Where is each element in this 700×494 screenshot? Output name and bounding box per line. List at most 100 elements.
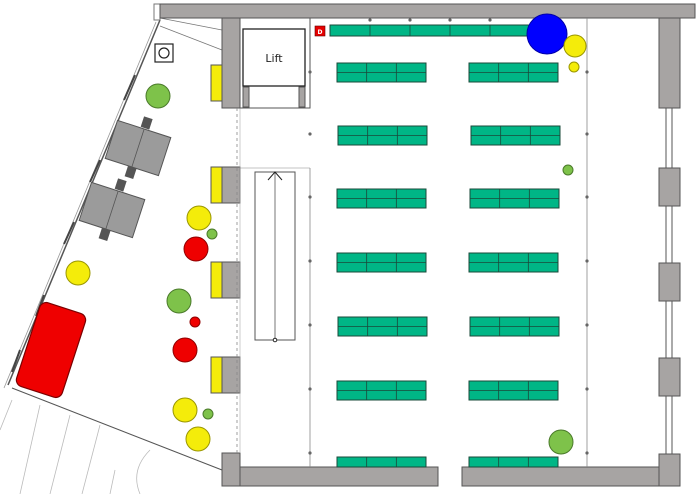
right-wall-bottom bbox=[658, 453, 681, 487]
rail-dot bbox=[308, 195, 312, 199]
marker-group bbox=[65, 13, 587, 455]
yellow-marker bbox=[172, 397, 198, 423]
left-wing-furniture bbox=[15, 116, 172, 399]
study-table bbox=[336, 380, 427, 401]
rail-dot bbox=[308, 132, 312, 136]
study-table bbox=[469, 316, 560, 337]
study-table bbox=[337, 125, 428, 146]
right-wall-seg bbox=[658, 357, 681, 397]
study-table bbox=[336, 252, 427, 273]
study-table bbox=[470, 125, 561, 146]
table-segment bbox=[329, 24, 531, 37]
staircase bbox=[240, 167, 310, 343]
staircase-arrow bbox=[267, 171, 283, 181]
entry-frame bbox=[153, 3, 161, 21]
door bbox=[210, 64, 223, 102]
plant-marker bbox=[145, 83, 171, 109]
rail-dot bbox=[308, 259, 312, 263]
table-group bbox=[308, 18, 589, 468]
top-wall bbox=[159, 3, 696, 19]
window-frame bbox=[89, 159, 101, 183]
table-split bbox=[105, 190, 119, 230]
door bbox=[210, 356, 223, 394]
yellow-marker bbox=[563, 34, 587, 58]
red-sofa bbox=[15, 301, 87, 399]
vent-circle bbox=[158, 47, 170, 59]
plant-marker bbox=[166, 288, 192, 314]
exit-sign: D bbox=[314, 25, 326, 37]
red-marker bbox=[183, 236, 209, 262]
rail-dot bbox=[308, 451, 312, 455]
lift-door-right bbox=[298, 86, 306, 108]
pillar bbox=[221, 452, 241, 487]
rail-dot bbox=[448, 18, 452, 22]
exit-sign-box bbox=[314, 25, 326, 37]
door bbox=[210, 261, 223, 299]
table-top bbox=[468, 456, 559, 468]
red-marker bbox=[189, 316, 201, 328]
outdoor-curve bbox=[136, 449, 151, 494]
rail-dot bbox=[308, 323, 312, 327]
rail-dot bbox=[488, 18, 492, 22]
rail-dot bbox=[585, 387, 589, 391]
study-table bbox=[336, 62, 427, 83]
lift-label: Lift bbox=[265, 52, 283, 65]
rail-dot bbox=[585, 70, 589, 74]
meeting-table bbox=[104, 116, 172, 180]
table-top-long bbox=[329, 24, 531, 37]
door bbox=[210, 166, 223, 204]
yellow-marker bbox=[65, 260, 91, 286]
yellow-marker bbox=[186, 205, 212, 231]
pillar bbox=[221, 166, 241, 204]
left-wing-top-wall-b bbox=[159, 25, 223, 51]
current-position-marker bbox=[526, 13, 568, 55]
study-table bbox=[468, 456, 559, 468]
outdoor-line bbox=[49, 414, 71, 494]
meeting-table bbox=[78, 178, 146, 242]
plant-marker bbox=[202, 408, 214, 420]
red-sofa-body bbox=[15, 301, 87, 399]
study-table bbox=[337, 316, 428, 337]
chair bbox=[140, 116, 153, 130]
rail-dot bbox=[585, 451, 589, 455]
rail-dot bbox=[585, 259, 589, 263]
lift-cabin bbox=[242, 28, 306, 87]
rail-dot bbox=[308, 387, 312, 391]
study-table bbox=[468, 252, 559, 273]
staircase-end bbox=[272, 337, 278, 343]
plant-marker bbox=[562, 164, 574, 176]
bottom-wall-right bbox=[461, 466, 681, 487]
yellow-marker bbox=[185, 426, 211, 452]
main-hall-walls bbox=[159, 3, 696, 487]
right-wall-top bbox=[658, 17, 681, 109]
table-top bbox=[336, 456, 427, 468]
left-wing-bottom-wall bbox=[11, 387, 223, 471]
chair bbox=[124, 165, 137, 180]
chair bbox=[114, 178, 127, 192]
chair bbox=[98, 227, 111, 242]
rail-dot bbox=[408, 18, 412, 22]
table-split bbox=[131, 128, 145, 168]
yellow-marker bbox=[568, 61, 580, 73]
outdoor-line bbox=[81, 424, 101, 494]
plant-marker bbox=[206, 228, 218, 240]
entry-area bbox=[153, 3, 174, 63]
study-table bbox=[336, 456, 427, 468]
red-marker bbox=[172, 337, 198, 363]
window-frame bbox=[11, 349, 21, 373]
pillar bbox=[221, 17, 241, 109]
outdoor-line bbox=[109, 469, 116, 494]
study-table bbox=[468, 380, 559, 401]
rail-dot bbox=[368, 18, 372, 22]
right-wall-seg bbox=[658, 167, 681, 207]
rail-dot bbox=[585, 323, 589, 327]
lift: Lift bbox=[239, 17, 311, 109]
study-table bbox=[468, 62, 559, 83]
bottom-wall-left bbox=[221, 466, 439, 487]
exit-sign-label: D bbox=[318, 29, 323, 36]
pillar bbox=[221, 261, 241, 299]
right-wall-seg bbox=[658, 262, 681, 302]
left-wing-top-wall bbox=[159, 17, 223, 31]
